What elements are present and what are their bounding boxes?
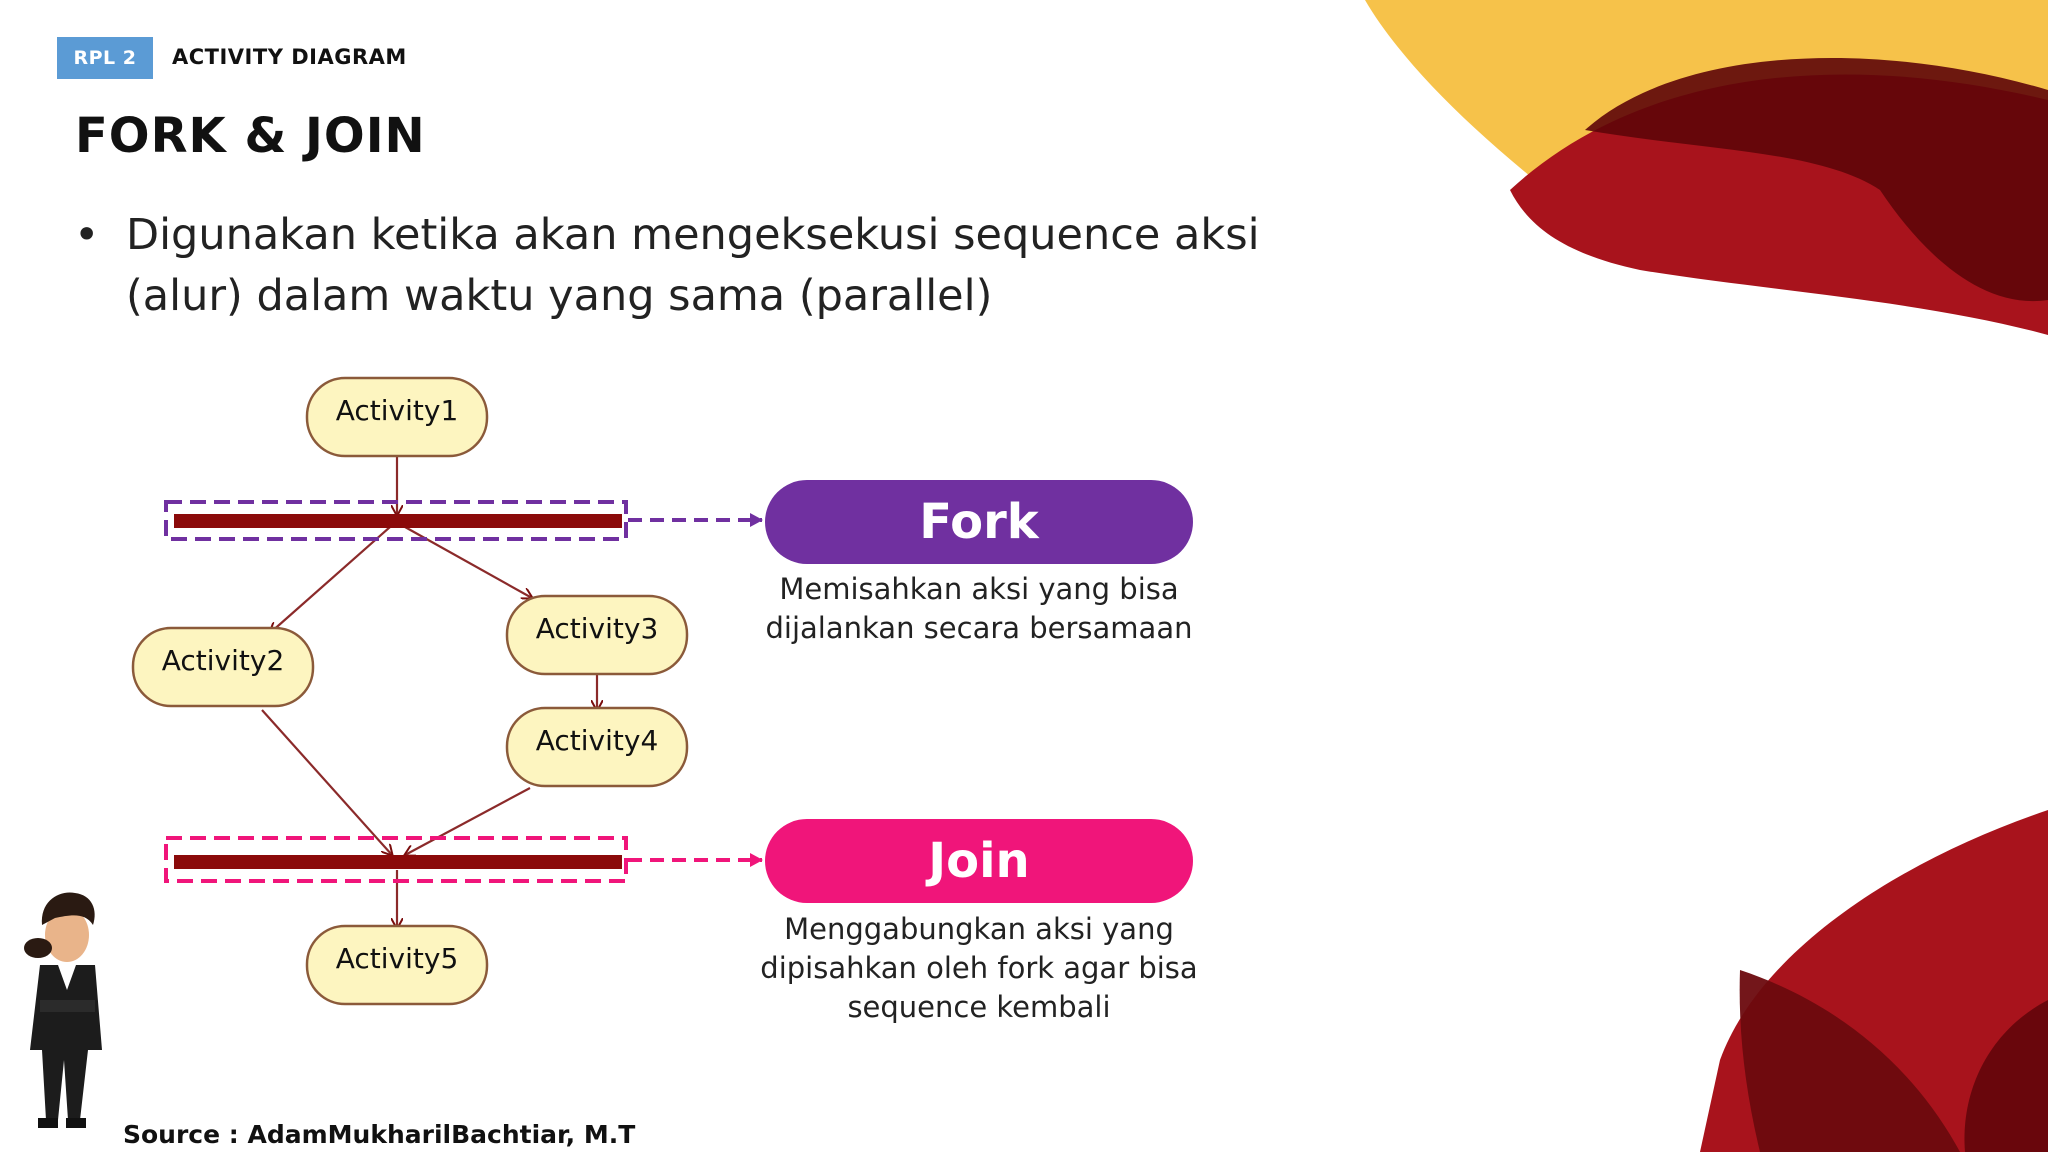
fork-highlight-box [164, 500, 628, 541]
join-desc-line-2: dipisahkan oleh fork agar bisa [760, 951, 1197, 985]
fork-bar [174, 514, 622, 528]
presenter-avatar [24, 892, 102, 1128]
fork-desc-line-2: dijalankan secara bersamaan [766, 611, 1193, 645]
activity1-label: Activity1 [336, 394, 459, 427]
activity5-node: Activity5 [305, 924, 489, 1006]
join-highlight-box [164, 836, 628, 883]
bullet-line-1: Digunakan ketika akan mengeksekusi seque… [126, 210, 1260, 260]
activity3-label: Activity3 [536, 612, 659, 645]
join-label: Join [925, 833, 1029, 889]
join-label-pill [765, 819, 1193, 903]
bullet-line-2: (alur) dalam waktu yang sama (parallel) [126, 271, 993, 321]
edge-activity4-join [405, 787, 531, 855]
section-label: ACTIVITY DIAGRAM [172, 45, 407, 69]
bullet-symbol: • [74, 210, 100, 260]
activity4-node: Activity4 [505, 706, 689, 788]
join-callout: Join Menggabungkan aksi yang dipisahkan … [760, 819, 1198, 1024]
deco-dark-wave-bottom [1739, 970, 1960, 1152]
join-desc-line-1: Menggabungkan aksi yang [784, 912, 1174, 946]
activity4-label: Activity4 [536, 724, 659, 757]
activity5-label: Activity5 [336, 942, 459, 975]
deco-dark-wave-bottom-2 [1964, 1000, 2048, 1152]
course-tag: RPL 2 [57, 37, 153, 79]
fork-label: Fork [919, 494, 1039, 550]
activity1-node: Activity1 [305, 376, 489, 458]
fork-desc-line-1: Memisahkan aksi yang bisa [779, 572, 1178, 606]
activity2-label: Activity2 [162, 644, 285, 677]
source-credit: Source : AdamMukharilBachtiar, M.T [123, 1120, 636, 1149]
fork-label-pill [765, 480, 1193, 564]
page-title: FORK & JOIN [75, 108, 426, 164]
join-desc-line-3: sequence kembali [847, 990, 1110, 1024]
edge-activity2-join [261, 709, 392, 855]
activity2-node: Activity2 [131, 626, 315, 708]
fork-callout: Fork Memisahkan aksi yang bisa dijalanka… [765, 480, 1193, 645]
deco-dark-wave-top [1585, 57, 2048, 302]
join-bar [174, 855, 622, 869]
activity3-node: Activity3 [505, 594, 689, 676]
edge-fork-activity2 [270, 526, 391, 633]
